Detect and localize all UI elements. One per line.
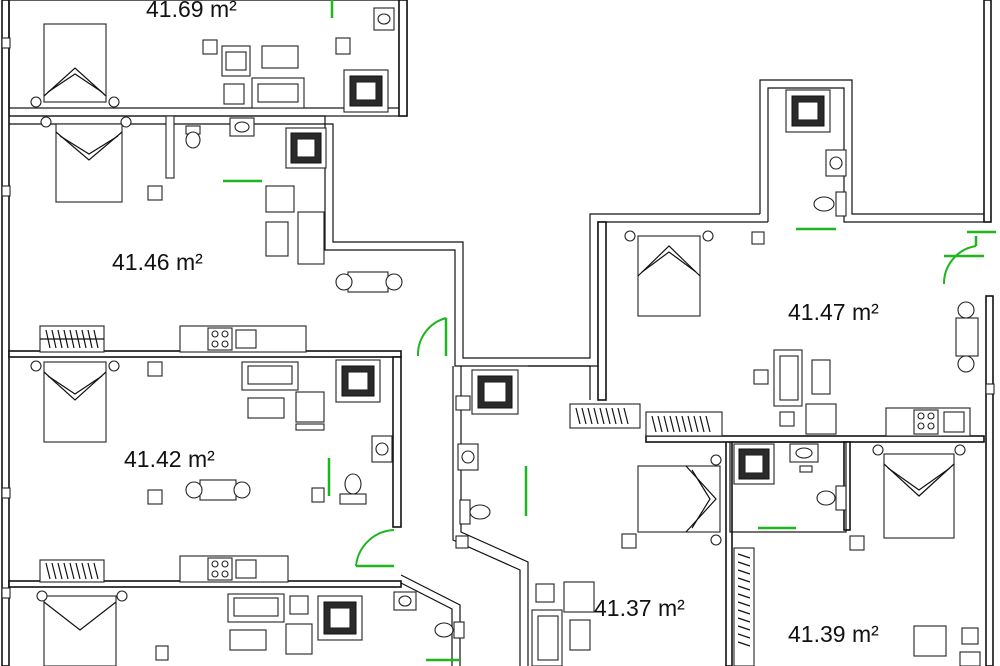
wardrobe-icon (39, 559, 105, 583)
unit-bottom-left-furniture (1, 587, 465, 666)
area-label-unit-a: 41.69 m² (146, 0, 237, 22)
bed-icon (624, 230, 714, 317)
shower-icon (785, 89, 831, 133)
kitchen-counter-icon (179, 555, 289, 583)
area-label-unit-b: 41.46 m² (112, 249, 203, 275)
toilet-icon (816, 485, 847, 511)
wardrobe-icon (569, 403, 641, 429)
unit-b-furniture (1, 115, 403, 353)
wardrobe-icon (645, 411, 723, 437)
central-bath-furniture (455, 369, 519, 549)
unit-f-furniture (733, 443, 981, 666)
armchair-icon (265, 185, 325, 265)
bed-icon (637, 454, 722, 546)
sofa-icon (241, 361, 299, 391)
sofa-icon (773, 349, 803, 407)
armchair-icon (285, 623, 313, 655)
coffee-table (247, 397, 285, 419)
sink-icon (789, 443, 819, 463)
shower-icon (285, 127, 327, 169)
kitchen-counter-icon (885, 407, 971, 437)
sofa-icon (251, 77, 305, 109)
shower-icon (471, 369, 519, 415)
area-label-unit-f: 41.39 m² (788, 621, 879, 647)
area-label-unit-d: 41.47 m² (788, 299, 879, 325)
dining-table-icon (955, 301, 979, 373)
unit-e-furniture (531, 454, 722, 666)
sofa-icon (227, 593, 285, 623)
armchair-icon (221, 45, 251, 77)
dining-table-icon (335, 271, 403, 293)
area-label-unit-c: 41.42 m² (124, 446, 215, 472)
shower-icon (317, 595, 363, 641)
bed-icon (40, 116, 132, 203)
unit-c-furniture (1, 359, 393, 583)
sink-icon (371, 435, 393, 463)
toilet-icon (434, 621, 465, 639)
bed-icon (30, 360, 120, 443)
wardrobe-icon (733, 547, 755, 666)
armchair-icon (295, 391, 325, 423)
unit-d-furniture (569, 89, 995, 437)
armchair-icon (913, 625, 947, 657)
kitchen-counter-icon (179, 325, 307, 353)
doors (223, 0, 996, 662)
armchair-icon (563, 581, 595, 613)
shower-icon (733, 443, 775, 485)
bed-icon (36, 590, 128, 666)
toilet-icon (813, 191, 847, 217)
sink-icon (229, 117, 255, 137)
side-table (202, 39, 218, 55)
area-label-unit-e: 41.37 m² (594, 595, 685, 621)
unit-a-furniture (1, 7, 395, 113)
sink-icon (825, 149, 847, 177)
coffee-table (261, 45, 299, 69)
sink-icon (393, 591, 417, 611)
bed-icon (30, 23, 120, 108)
shower-icon (343, 69, 389, 113)
wardrobe-icon (39, 325, 105, 353)
armchair-icon (805, 403, 837, 435)
shower-icon (335, 359, 381, 403)
dining-table-icon (185, 479, 251, 501)
sofa-icon (531, 609, 563, 666)
toilet-icon (339, 473, 367, 505)
sink-icon (373, 7, 395, 31)
bed-icon (872, 444, 966, 539)
sink-icon (457, 443, 479, 471)
side-table (223, 83, 245, 105)
toilet-icon (459, 499, 491, 525)
toilet-icon (185, 125, 201, 149)
